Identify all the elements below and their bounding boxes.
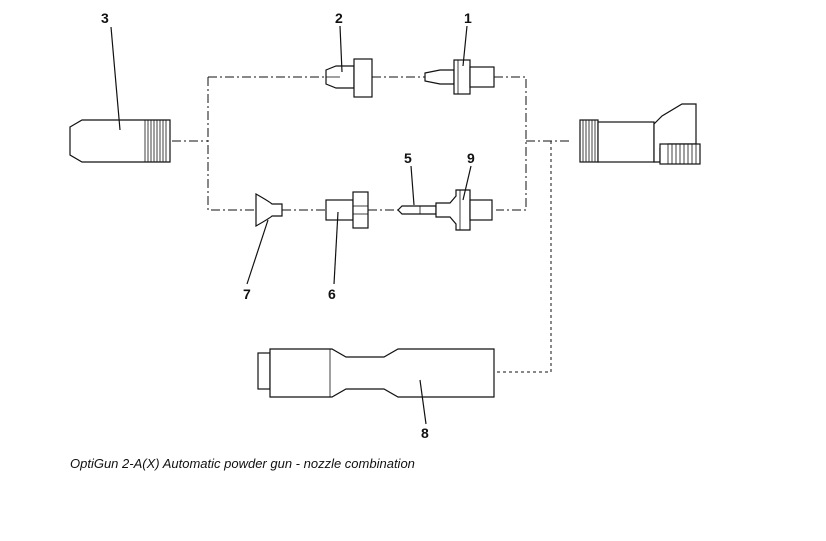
callout-5: 5 <box>404 150 412 166</box>
callout-6: 6 <box>328 286 336 302</box>
part-1-flat-jet-nozzle <box>424 25 495 95</box>
part-2-flat-jet-adapter <box>325 25 373 98</box>
figure-caption: OptiGun 2-A(X) Automatic powder gun - no… <box>70 456 415 471</box>
callout-7: 7 <box>243 286 251 302</box>
callout-labels: 3 2 1 5 9 7 6 8 <box>101 10 475 441</box>
callout-9: 9 <box>467 150 475 166</box>
callout-1: 1 <box>464 10 472 26</box>
part-5-electrode <box>397 165 437 215</box>
callout-2: 2 <box>335 10 343 26</box>
gun-body <box>579 103 701 165</box>
callout-3: 3 <box>101 10 109 26</box>
part-8-extension <box>257 348 495 425</box>
part-9-electrode-holder <box>435 165 493 231</box>
part-6-cone-adapter <box>325 191 369 285</box>
part-7-deflector-cone <box>246 192 283 285</box>
connection-lines <box>172 76 572 373</box>
part-3-nozzle-cap <box>69 26 171 163</box>
callout-8: 8 <box>421 425 429 441</box>
